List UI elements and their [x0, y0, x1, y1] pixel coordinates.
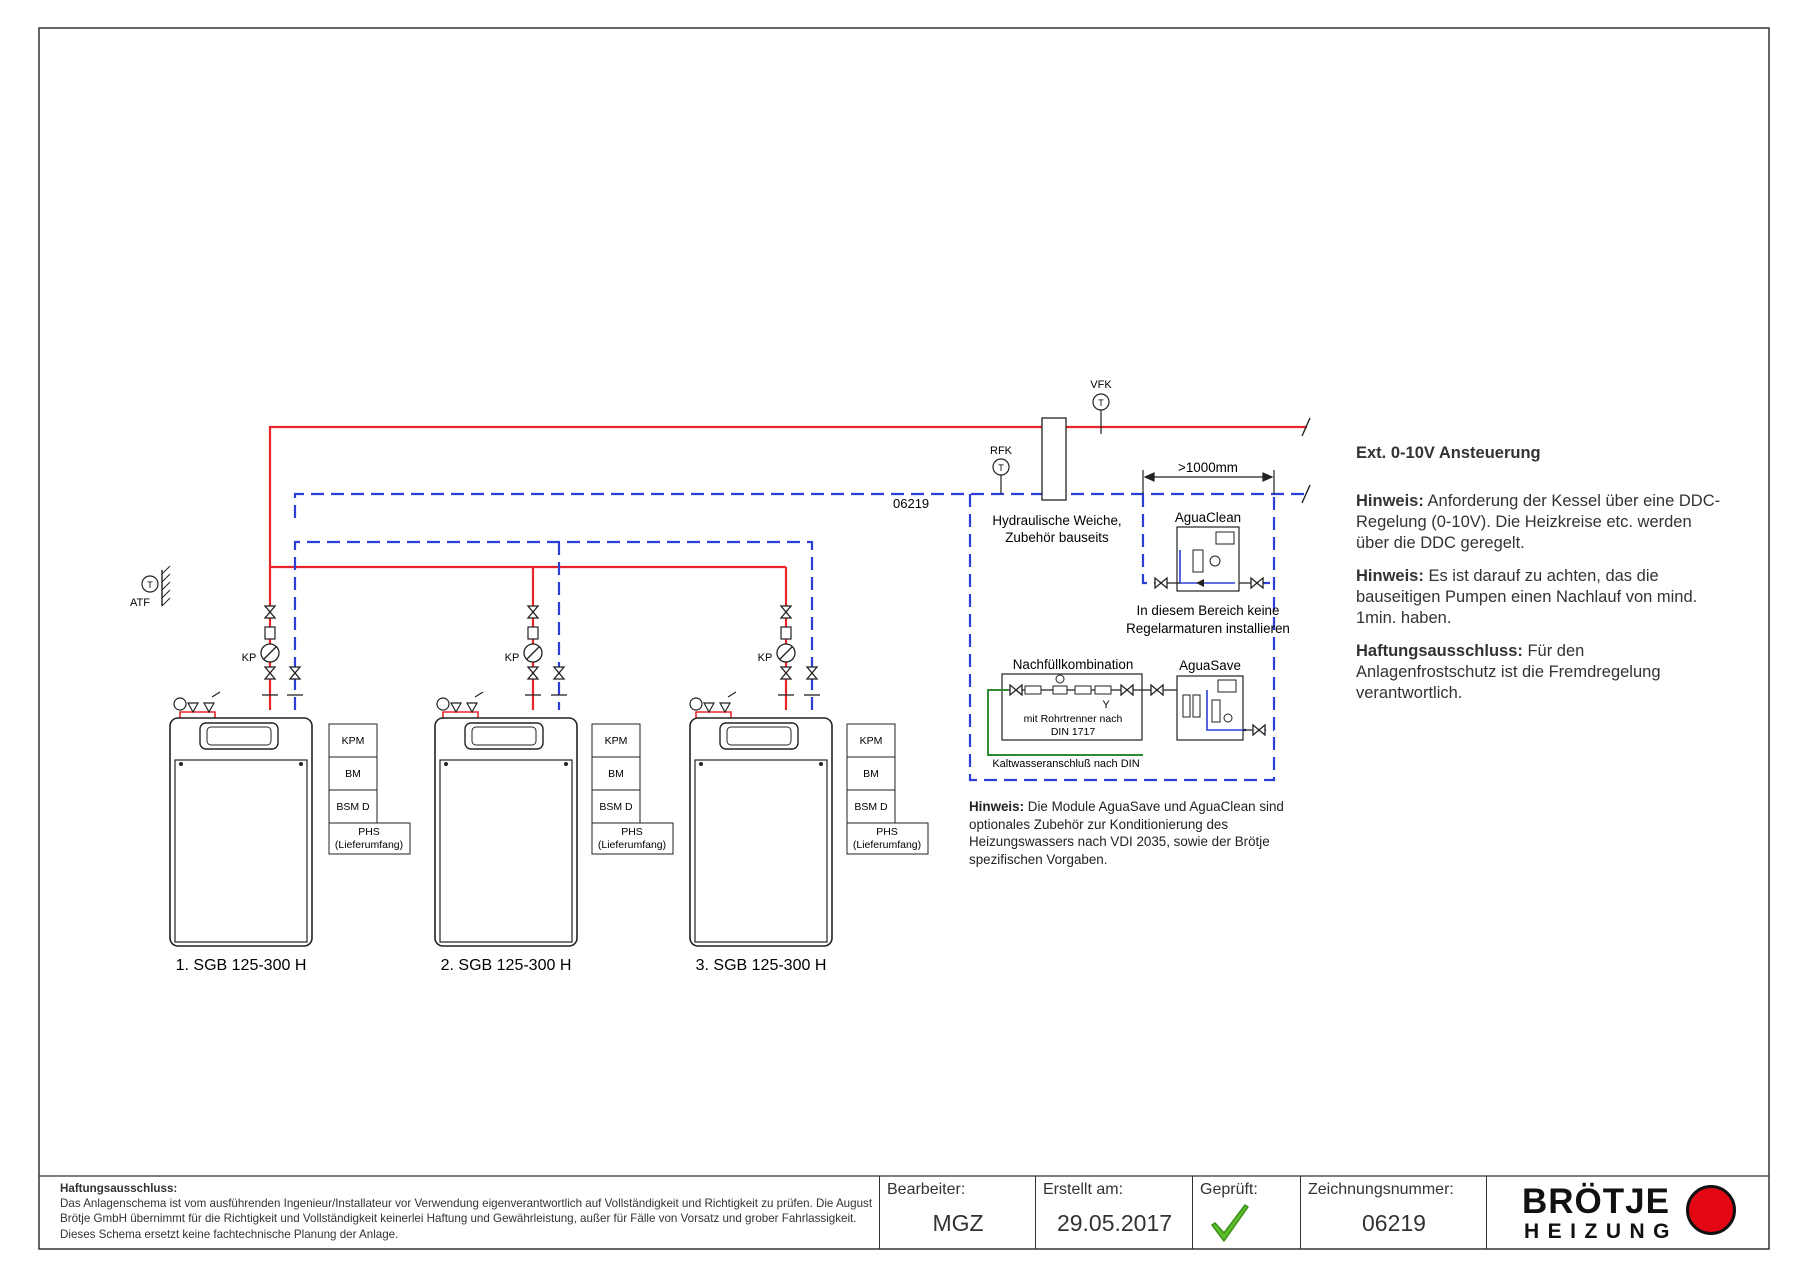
zeichnung-cell: Zeichnungsnummer: 06219	[1300, 1176, 1487, 1249]
boiler-1-name: 1. SGB 125-300 H	[176, 957, 307, 974]
pipe-break-marks	[1301, 417, 1311, 504]
checked-icon	[1211, 1204, 1249, 1242]
disclaimer: Haftungsausschluss: Das Anlagenschema is…	[60, 1181, 875, 1242]
kp-label: KP	[242, 652, 257, 664]
atf-label: ATF	[130, 597, 150, 609]
note-1: Hinweis: Anforderung der Kessel über ein…	[1356, 491, 1726, 554]
rohrtrenner-line2: DIN 1717	[1051, 726, 1096, 738]
module-bsm: BSM D	[599, 801, 633, 813]
rfk-sensor-symbol: T	[998, 463, 1004, 473]
drawing-frame	[38, 27, 1770, 1250]
cold-water-pipe	[987, 689, 1143, 756]
rfk-label: RFK	[990, 445, 1013, 457]
aguaclean-label: AguaClean	[1175, 510, 1241, 525]
kp-label: KP	[758, 652, 773, 664]
module-hint-text: Die Module AguaSave und AguaClean sind o…	[969, 799, 1284, 867]
bearbeiter-label: Bearbeiter:	[887, 1181, 966, 1198]
boiler-3-name: 3. SGB 125-300 H	[696, 957, 827, 974]
zeichnung-label: Zeichnungsnummer:	[1308, 1181, 1454, 1198]
note-2-label: Hinweis:	[1356, 567, 1424, 585]
boiler-1: KP KPM BM BSM D PHS (Lieferumfang) 1. SG…	[169, 605, 411, 974]
note-1-text: Anforderung der Kessel über eine DDC-Reg…	[1356, 492, 1721, 552]
logo-cell	[1486, 1176, 1770, 1249]
notes-heading: Ext. 0-10V Ansteuerung	[1356, 444, 1541, 462]
module-phs-2: (Lieferumfang)	[853, 839, 921, 851]
svg-text:Y: Y	[1102, 699, 1110, 711]
refill-label: Nachfüllkombination	[1013, 657, 1134, 672]
weiche-label-line1: Hydraulische Weiche,	[992, 513, 1121, 528]
flow-pipes	[268, 425, 1307, 710]
bearbeiter-cell: Bearbeiter: MGZ	[879, 1176, 1036, 1249]
refill-combination: Nachfüllkombination Y mit Rohrtrenner na…	[1001, 657, 1143, 741]
module-phs-1: PHS	[621, 826, 643, 838]
note-3-text: Für den Anlagenfrostschutz ist die Fremd…	[1356, 642, 1661, 702]
module-kpm: KPM	[860, 735, 883, 747]
geprueft-cell: Geprüft:	[1192, 1176, 1301, 1249]
note-2: Hinweis: Es ist darauf zu achten, das di…	[1356, 566, 1726, 629]
aguasave-module: AguaSave	[1137, 658, 1265, 741]
region-label-line2: Regelarmaturen installieren	[1126, 621, 1290, 636]
note-3: Haftungsausschluss: Für den Anlagenfrost…	[1356, 641, 1726, 704]
aguaclean-module: AguaClean	[1161, 510, 1257, 592]
vfk-sensor: T VFK	[1090, 379, 1112, 434]
atf-sensor: T ATF	[130, 565, 171, 609]
note-3-label: Haftungsausschluss:	[1356, 642, 1523, 660]
logo-dot	[1686, 1185, 1736, 1235]
aguasave-label: AguaSave	[1179, 658, 1241, 673]
disclaimer-text: Das Anlagenschema ist vom ausführenden I…	[60, 1197, 873, 1241]
label-06219: 06219	[893, 496, 929, 511]
boiler-2-name: 2. SGB 125-300 H	[441, 957, 572, 974]
erstellt-label: Erstellt am:	[1043, 1181, 1124, 1198]
vfk-sensor-symbol: T	[1098, 398, 1104, 408]
rfk-sensor: T RFK	[990, 445, 1013, 494]
distance-dimension	[1142, 470, 1275, 494]
weiche-label-line2: Zubehör bauseits	[1005, 530, 1109, 545]
note-2-text: Es ist darauf zu achten, das die bauseit…	[1356, 567, 1698, 627]
module-phs-2: (Lieferumfang)	[335, 839, 403, 851]
kaltwasser-label: Kaltwasseranschluß nach DIN	[992, 758, 1139, 770]
module-bsm: BSM D	[854, 801, 888, 813]
zeichnung-value: 06219	[1362, 1210, 1426, 1236]
disclaimer-title: Haftungsausschluss:	[60, 1182, 178, 1195]
module-phs-1: PHS	[876, 826, 898, 838]
hydraulic-separator	[1041, 417, 1067, 501]
note-1-label: Hinweis:	[1356, 492, 1424, 510]
kp-label: KP	[505, 652, 520, 664]
module-phs-2: (Lieferumfang)	[598, 839, 666, 851]
notes-panel: Ext. 0-10V Ansteuerung Hinweis: Anforder…	[1356, 443, 1726, 716]
region-label-line1: In diesem Bereich keine	[1137, 603, 1280, 618]
bearbeiter-value: MGZ	[932, 1210, 984, 1236]
module-bm: BM	[608, 768, 624, 780]
vfk-label: VFK	[1090, 379, 1112, 391]
module-phs-1: PHS	[358, 826, 380, 838]
broetje-logo: BRÖTJE HEIZUNG	[1520, 1182, 1760, 1246]
module-hint-label: Hinweis:	[969, 799, 1025, 814]
module-hint: Hinweis: Die Module AguaSave und AguaCle…	[969, 798, 1309, 868]
erstellt-cell: Erstellt am: 29.05.2017	[1035, 1176, 1193, 1249]
boiler-3: KP KPM BM BSM D PHS (Lieferumfang) 3. SG…	[689, 605, 929, 974]
logo-word-1: BRÖTJE	[1522, 1182, 1670, 1221]
module-bm: BM	[345, 768, 361, 780]
module-bsm: BSM D	[336, 801, 370, 813]
boiler-2: KP KPM BM BSM D PHS (Lieferumfang) 2. SG…	[434, 605, 674, 974]
geprueft-label: Geprüft:	[1200, 1181, 1258, 1198]
module-bm: BM	[863, 768, 879, 780]
distance-label: >1000mm	[1178, 460, 1238, 475]
rohrtrenner-line1: mit Rohrtrenner nach	[1024, 713, 1123, 725]
module-kpm: KPM	[342, 735, 365, 747]
atf-sensor-symbol: T	[147, 580, 153, 590]
logo-word-2: HEIZUNG	[1524, 1220, 1678, 1243]
module-kpm: KPM	[605, 735, 628, 747]
erstellt-value: 29.05.2017	[1056, 1210, 1173, 1236]
